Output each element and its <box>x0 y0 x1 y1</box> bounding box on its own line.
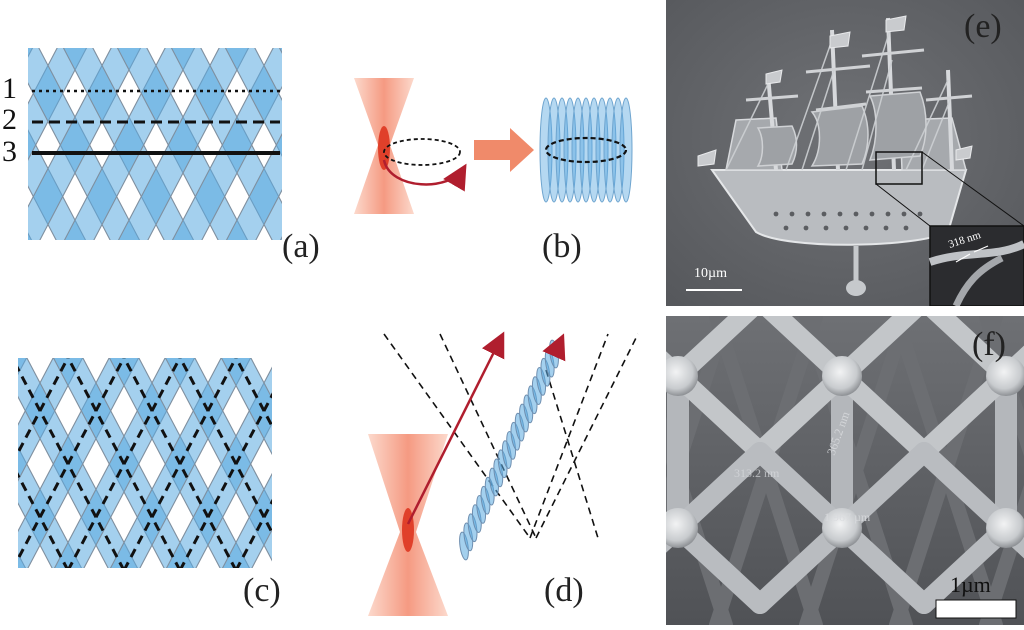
strut <box>221 472 272 568</box>
strut <box>224 48 282 158</box>
lattice-beam <box>799 316 913 625</box>
line-2-number: 2 <box>2 103 17 136</box>
centerline <box>0 350 16 578</box>
lattice-node <box>822 356 862 396</box>
lattice-beam <box>979 484 1024 625</box>
panel-b-label: (b) <box>542 228 582 265</box>
panel-e-label: (e) <box>964 8 1002 45</box>
lattice-node <box>666 508 698 548</box>
lattice-node <box>986 508 1024 548</box>
panel-f-label: (f) <box>972 326 1006 363</box>
measure-3-text: 313.2 nm <box>734 466 780 480</box>
diagonal-writing-diagram <box>368 331 639 616</box>
centerline <box>67 358 182 568</box>
panel-a: 1 2 3 (a) <box>0 0 340 300</box>
panel-b: (b) <box>340 0 660 300</box>
voxel-chain <box>459 339 559 561</box>
measure-2-text: 1.967 µm <box>824 510 871 524</box>
sem-image-lattice: (f) 365.2 nm 1.967 µm 313.2 nm 1µm <box>666 316 1024 625</box>
strut <box>279 236 282 240</box>
centerline <box>288 350 340 578</box>
lattice-sem-drawing <box>666 316 1024 625</box>
centerline <box>123 358 238 568</box>
centerline <box>235 498 272 568</box>
rotation-arrow <box>382 159 467 192</box>
centerline <box>288 350 340 578</box>
strut <box>220 358 272 456</box>
panel-d-label: (d) <box>544 572 584 609</box>
centerline <box>0 350 16 578</box>
inset-zoom <box>929 225 1024 306</box>
strut <box>276 344 340 584</box>
rotation-path <box>383 138 461 166</box>
centerline <box>179 392 272 568</box>
lattice-node <box>986 356 1024 396</box>
lattice-node <box>666 356 698 396</box>
panel-c-label: (c) <box>243 572 281 609</box>
strut <box>278 48 282 54</box>
lattice-a <box>28 48 282 240</box>
ship-drawing <box>666 0 1024 306</box>
strut <box>18 358 84 482</box>
scale-bar-f-text: 1µm <box>950 572 991 597</box>
line-3-number: 3 <box>2 135 17 168</box>
lattice-c <box>0 344 340 584</box>
panel-a-label: (a) <box>282 228 320 265</box>
transform-arrow <box>474 128 534 172</box>
strut <box>165 366 272 568</box>
panel-c: (c) <box>0 310 340 625</box>
beam-rotation-diagram <box>354 78 633 214</box>
scale-bar-e-text: 10µm <box>694 266 727 281</box>
strut <box>276 344 340 584</box>
strut <box>164 358 272 562</box>
sem-image-ship: (e) 10µm 318 nm <box>666 0 1024 306</box>
line-1-number: 1 <box>2 72 17 105</box>
focal-spot-b <box>378 126 390 170</box>
centerline <box>18 358 126 563</box>
lattice-node <box>822 508 862 548</box>
panel-d: (d) <box>340 310 660 625</box>
voxel-stack <box>539 97 633 203</box>
centerline <box>18 472 69 568</box>
strut <box>225 132 282 240</box>
scan-arrow <box>406 331 505 525</box>
guide-lines <box>383 333 639 539</box>
